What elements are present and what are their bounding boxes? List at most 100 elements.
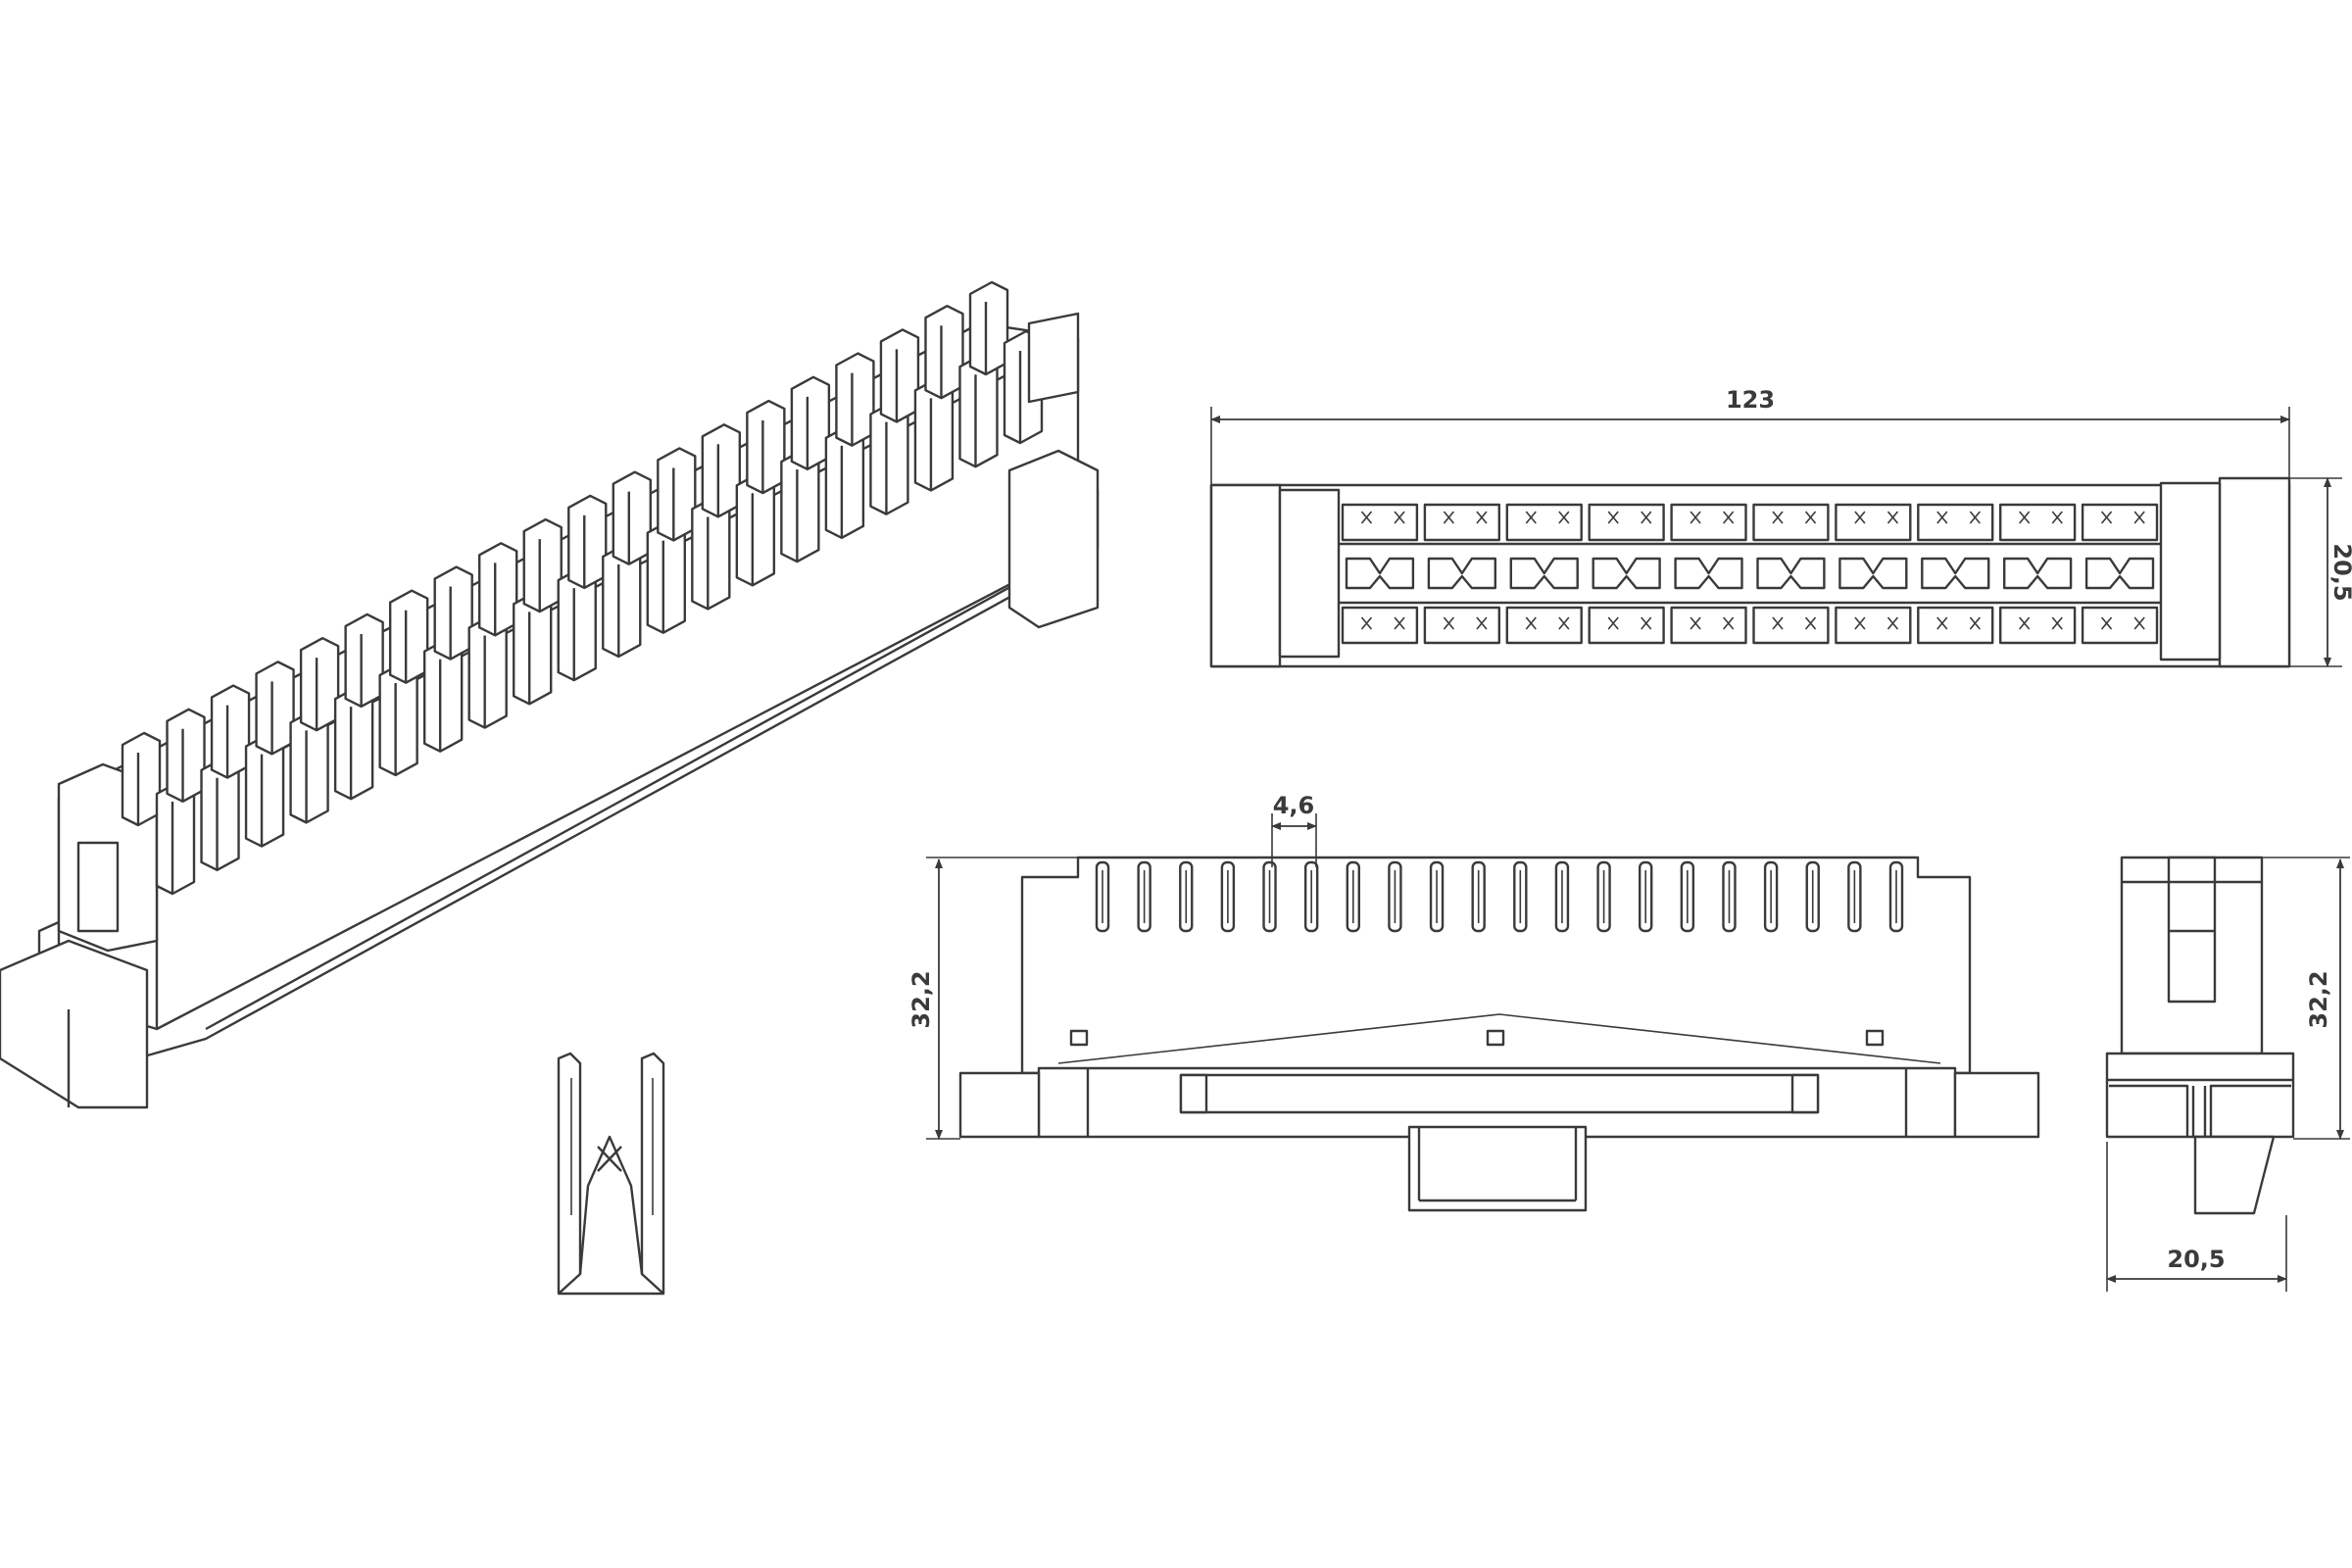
- top-cell-upper: [1752, 503, 1830, 542]
- iso-finger-back: [790, 375, 831, 471]
- top-cell-lower: [1835, 606, 1912, 645]
- top-cell-upper: [1505, 503, 1583, 542]
- side-bottom-tab: [2193, 1135, 2276, 1215]
- contact-cross: [597, 1146, 622, 1172]
- top-right-cap: [2159, 481, 2222, 662]
- iso-finger-back: [924, 305, 964, 400]
- top-left-end: [1209, 483, 1282, 668]
- top-cell-lower: [1670, 606, 1747, 645]
- dim-205-side-label: 20,5: [2167, 1246, 2225, 1273]
- front-end-left: [958, 1071, 1041, 1139]
- iso-end-block-back: [1007, 449, 1100, 629]
- iso-finger-back: [210, 684, 251, 779]
- iso-finger-back: [879, 328, 920, 423]
- iso-finger-back: [968, 280, 1009, 376]
- top-cell-lower: [1917, 606, 1994, 645]
- isometric-view: [0, 280, 1100, 1109]
- top-cell-lower: [1998, 606, 2077, 645]
- top-cell-mid: [1592, 557, 1661, 590]
- dim-322-front-label: 32,2: [907, 970, 935, 1028]
- top-left-cap: [1278, 488, 1341, 659]
- top-cell-lower: [2081, 606, 2159, 645]
- top-cell-lower: [1588, 606, 1665, 645]
- iso-end-block-front: [0, 939, 149, 1109]
- top-cell-mid: [2002, 557, 2073, 590]
- front-rail-window: [1179, 1073, 1820, 1114]
- contact-part: [557, 1052, 665, 1296]
- iso-finger-back: [344, 612, 384, 709]
- top-cell-marks: [2100, 511, 2145, 630]
- top-cell-upper: [1998, 503, 2077, 542]
- top-cell-marks: [2019, 511, 2063, 630]
- top-cell-lower: [1341, 606, 1419, 645]
- iso-finger-back: [121, 731, 162, 827]
- dim-123-label: 123: [1726, 386, 1775, 414]
- top-cell-marks: [1607, 511, 1652, 630]
- side-flange-cut-left: [2109, 1084, 2189, 1137]
- top-cell-mid: [1427, 557, 1497, 590]
- top-cell-mid: [1838, 557, 1908, 590]
- top-cell-upper: [1588, 503, 1665, 542]
- top-cell-upper: [1670, 503, 1747, 542]
- front-end-right: [1953, 1071, 2040, 1139]
- top-cell-lower: [1423, 606, 1501, 645]
- top-right-end: [2218, 476, 2291, 668]
- front-label-strip: [1057, 1013, 1941, 1064]
- top-cell-marks: [1936, 511, 1981, 630]
- iso-finger-back: [478, 542, 518, 637]
- front-latch-left: [1069, 1029, 1089, 1047]
- top-cell-marks: [1690, 511, 1735, 630]
- top-cell-mid: [1345, 557, 1415, 590]
- iso-finger-back: [701, 423, 742, 518]
- top-cell-mid: [1509, 557, 1579, 590]
- top-cell-mid: [1674, 557, 1743, 590]
- front-slots: [1095, 860, 1904, 933]
- top-cell-upper: [1341, 503, 1419, 542]
- top-cell-upper: [1423, 503, 1501, 542]
- front-rail-window-right: [1790, 1073, 1820, 1114]
- top-cell-upper: [2081, 503, 2159, 542]
- dim-205-top-label: 20,5: [2328, 543, 2352, 601]
- top-view: 123 20,5: [1209, 386, 2352, 668]
- iso-finger-back: [388, 589, 429, 684]
- iso-finger-back: [299, 636, 340, 732]
- top-cell-mid: [2084, 557, 2155, 590]
- iso-finger-back: [746, 399, 786, 495]
- iso-end-post-window: [76, 841, 120, 933]
- top-cell-marks: [1360, 511, 1405, 630]
- top-cell-mid: [1756, 557, 1826, 590]
- iso-finger-back: [255, 661, 295, 756]
- front-latch-center: [1486, 1029, 1505, 1047]
- top-cell-upper: [1835, 503, 1912, 542]
- dim-46-label: 4,6: [1273, 792, 1315, 819]
- iso-finger-back: [657, 447, 697, 542]
- front-view: 32,2 4,6: [907, 792, 2040, 1212]
- front-latch-right: [1865, 1029, 1885, 1047]
- top-cell-mid: [1921, 557, 1990, 590]
- contact-left-prong: [557, 1052, 582, 1296]
- contact-spring: [578, 1135, 644, 1275]
- top-cell-marks: [1854, 511, 1899, 630]
- top-cell-lower: [1752, 606, 1830, 645]
- iso-finger-back: [433, 565, 473, 661]
- iso-finger-back: [522, 517, 563, 613]
- front-rail-window-left: [1179, 1073, 1208, 1114]
- top-cell-marks: [1443, 511, 1488, 630]
- side-view: 32,2 20,5: [2105, 856, 2350, 1292]
- iso-contact-fingers: [121, 280, 1044, 896]
- front-bottom-tab: [1407, 1125, 1588, 1212]
- top-cell-upper: [1917, 503, 1994, 542]
- iso-far-end-post: [1027, 312, 1080, 404]
- side-flange-cut-right: [2209, 1084, 2291, 1137]
- dim-322-side-label: 32,2: [2305, 970, 2332, 1028]
- top-cell-lower: [1505, 606, 1583, 645]
- iso-finger-back: [612, 470, 652, 565]
- iso-finger-back: [166, 708, 206, 803]
- top-cell-marks: [1772, 511, 1817, 630]
- side-flange: [2105, 1052, 2295, 1139]
- iso-finger-back: [835, 352, 875, 447]
- iso-finger-back: [567, 494, 608, 590]
- top-cell-marks: [1525, 511, 1570, 630]
- side-slot: [2167, 856, 2217, 1004]
